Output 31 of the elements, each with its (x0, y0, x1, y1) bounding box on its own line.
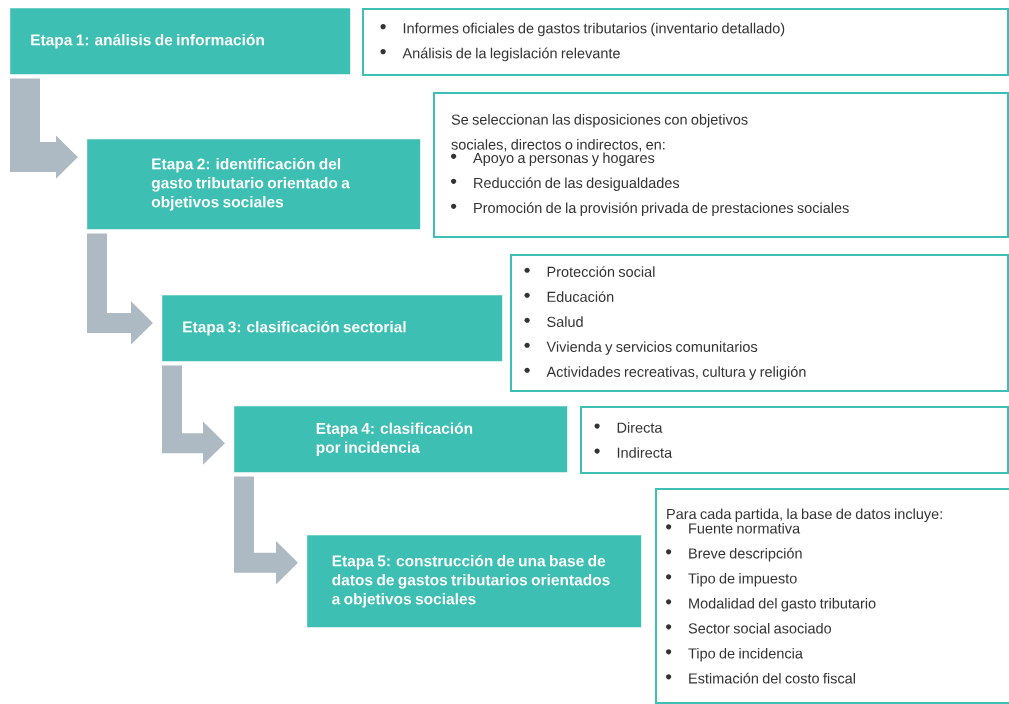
list-item: Fuente normativa (666, 522, 801, 534)
list-item: Informes oficiales de gastos tributarios (inventario detallado) (380, 22, 785, 37)
list-item: Educación (524, 291, 614, 302)
list-item: Salud (524, 316, 583, 327)
stage-box: Etapa 3: clasificación sectorial (162, 295, 503, 362)
stage-box: Etapa 1: análisis de información (10, 8, 351, 75)
list-item: Tipo de impuesto (666, 572, 797, 587)
list-item: Apoyo a personas y hogares (451, 152, 655, 166)
list-item: Tipo de incidencia (666, 647, 803, 662)
info-box (433, 92, 1009, 238)
list-item: Reducción de las desigualdades (451, 177, 680, 191)
list-item: Sector social asociado (666, 622, 832, 634)
info-box (655, 488, 1009, 704)
list-item: Vivienda y servicios comunitarios (524, 341, 758, 355)
list-item: Breve descripción (666, 547, 802, 562)
list-item: Indirecta (594, 447, 673, 458)
intro-text: Para cada partida, la base de datos incluye: (667, 508, 942, 522)
list-item: Protección social (524, 266, 655, 277)
list-item: Modalidad del gasto tributario (666, 597, 876, 612)
info-box (580, 406, 1009, 474)
info-box (362, 8, 1009, 76)
list-item: Estimación del costo fiscal (666, 672, 855, 684)
stage-box: Etapa 4: clasificación por incidencia (234, 406, 568, 473)
list-item: Promoción de la provisión privada de prestaciones sociales (451, 202, 849, 216)
stage-box: Etapa 5: construcción de una base de datos de gastos tributarios orientados a objetivos sociales (307, 535, 642, 628)
list-item: Análisis de la legislación relevante (380, 47, 620, 62)
stage-box: Etapa 2: identificación del gasto tributario orientado a objetivos sociales (87, 139, 421, 230)
list-item: Actividades recreativas, cultura y religión (524, 366, 806, 380)
info-box (510, 254, 1009, 392)
list-item: Directa (594, 422, 663, 433)
intro-text: Se seleccionan las disposiciones con objetivos sociales, directos o indirectos, en: (451, 114, 748, 152)
